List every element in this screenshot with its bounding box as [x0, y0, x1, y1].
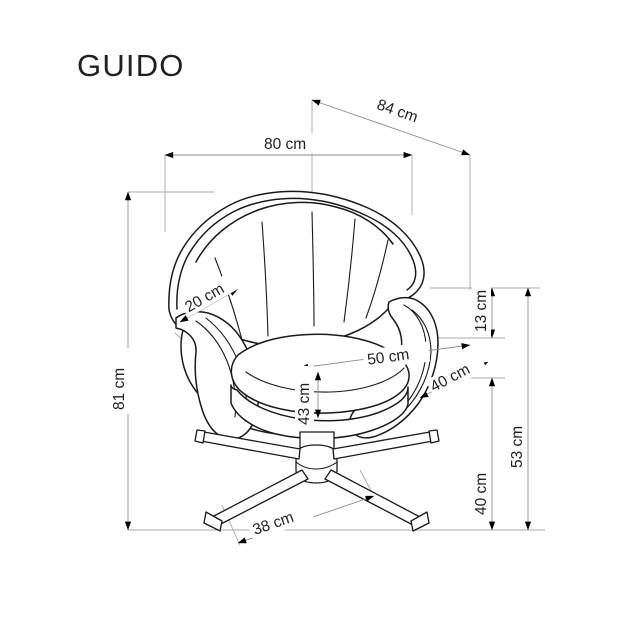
base-leg-front-right: [324, 469, 421, 526]
dimension-seat-width-50: 50 cm: [299, 341, 471, 371]
dim-label-width-80: 80 cm: [264, 136, 306, 153]
base-foot-back-right: [428, 429, 440, 444]
base-foot-left: [203, 511, 223, 532]
backrest-seam-center-right: [343, 218, 356, 323]
dimension-width-80: 80 cm: [164, 133, 413, 159]
base-foot-right: [410, 511, 430, 532]
dimension-depth-84: 84 cm: [311, 93, 471, 156]
page-title: GUIDO: [77, 48, 185, 83]
dimension-armrest-total-53: 53 cm: [508, 287, 532, 531]
dimension-height-81: 81 cm: [109, 191, 132, 531]
backrest-seam-right: [365, 239, 389, 319]
seat-cushion-seam: [245, 367, 405, 393]
chair-shell-inner: [176, 197, 417, 310]
base-foot-back-left: [194, 429, 206, 444]
dimension-cushion-43: 43 cm: [295, 366, 322, 428]
dim-label-armrest-13: 13 cm: [473, 290, 490, 332]
dim-label-seat-width-50: 50 cm: [366, 346, 410, 369]
dim-label-cushion-43: 43 cm: [296, 383, 313, 425]
backrest-seam-center: [311, 211, 315, 327]
dim-label-height-81: 81 cm: [111, 368, 128, 410]
backrest-seam-center-left: [261, 221, 269, 337]
pedestal-hub-seam: [295, 461, 338, 470]
dimension-seat-height-40: 40 cm: [472, 377, 496, 531]
backrest-top-seam: [195, 201, 394, 263]
dim-label-seat-height-40: 40 cm: [473, 473, 490, 515]
dimension-armrest-13: 13 cm: [472, 276, 496, 339]
chair-illustration: [168, 190, 440, 532]
seat-cushion-top: [230, 333, 410, 414]
dim-label-armrest-total-53: 53 cm: [509, 426, 526, 468]
